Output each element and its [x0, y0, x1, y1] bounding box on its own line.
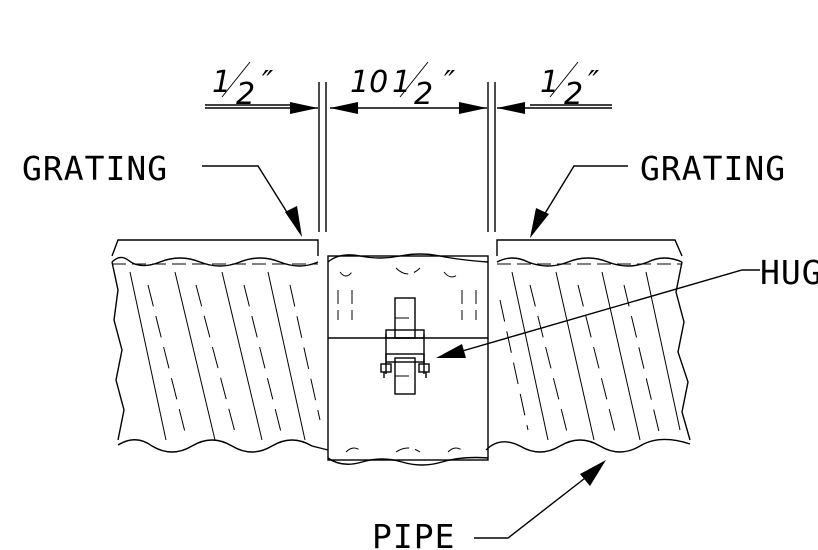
center-arrowhead-right	[459, 102, 487, 114]
left-gap-numerator: 1	[212, 65, 231, 100]
grating-left-arrowhead	[285, 206, 302, 237]
center-denominator: 2	[414, 77, 433, 112]
hug-clamp-hardware	[380, 297, 430, 395]
grating-right-arrowhead	[530, 208, 549, 238]
pipe-label: PIPE	[372, 517, 455, 550]
pipe-leader	[474, 460, 606, 539]
hug-label: HUG	[760, 253, 818, 292]
dimension-center: 10 1 2 ″	[330, 61, 487, 114]
center-arrowhead-left	[330, 102, 358, 114]
center-fraction-slash	[399, 61, 429, 98]
right-gap-inch-mark: ″	[588, 65, 600, 100]
extension-lines	[318, 82, 496, 232]
center-numerator: 1	[392, 65, 411, 100]
right-gap-denominator: 2	[564, 77, 583, 112]
center-inch-mark: ″	[444, 65, 456, 100]
right-gap-fraction-slash	[549, 61, 579, 98]
left-gap-inch-mark: ″	[262, 65, 274, 100]
grating-section-left	[111, 239, 329, 453]
dimension-left-gap: 1 2 ″	[205, 61, 318, 114]
grating-label-right: GRATING	[640, 149, 786, 188]
grating-label-left: GRATING	[22, 149, 168, 188]
grating-leader-right	[530, 165, 628, 238]
left-gap-fraction-slash	[221, 61, 251, 98]
hug-leader	[436, 269, 760, 358]
grating-leader-left	[202, 165, 302, 237]
grating-section-right	[485, 239, 691, 453]
left-gap-arrowhead	[290, 102, 318, 114]
right-gap-numerator: 1	[540, 65, 559, 100]
center-whole-number: 10	[350, 65, 388, 100]
pipe-hug-section	[327, 253, 489, 466]
left-gap-denominator: 2	[236, 77, 255, 112]
hug-arrowhead	[436, 344, 466, 358]
dimension-right-gap: 1 2 ″	[497, 61, 612, 114]
right-gap-arrowhead	[497, 102, 525, 114]
pipe-arrowhead	[580, 460, 606, 486]
